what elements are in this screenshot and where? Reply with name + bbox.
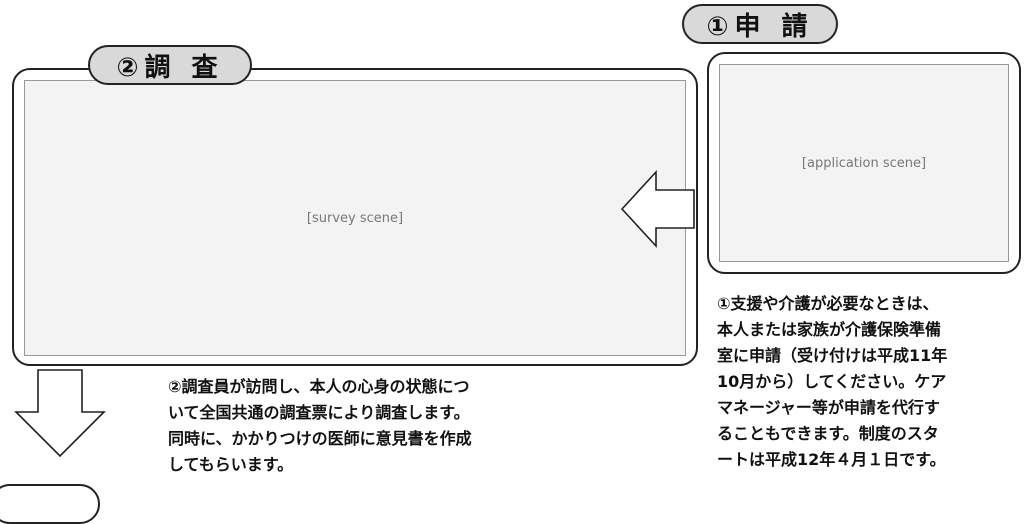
apply-caption-line: 本人または家族が介護保険準備 <box>717 320 942 339</box>
apply-caption: ①支援や介護が必要なときは、 本人または家族が介護保険準備 室に申請（受け付けは… <box>717 291 1017 473</box>
apply-step-title-text: ①申 請 <box>706 11 814 42</box>
survey-step-title-text: ②調 査 <box>116 52 224 83</box>
apply-caption-line: 室に申請（受け付けは平成11年 <box>717 346 948 365</box>
apply-step-title: ①申 請 <box>682 4 838 44</box>
survey-caption-line: してもらいます。 <box>168 455 294 474</box>
flow-arrow-down-icon <box>14 369 106 458</box>
flow-arrow-left-icon <box>620 169 695 249</box>
apply-caption-line: ートは平成12年４月１日です。 <box>717 450 946 469</box>
survey-caption-line: いて全国共通の調査票により調査します。 <box>168 403 470 422</box>
survey-step-title: ②調 査 <box>88 45 252 85</box>
apply-scene-placeholder: [application scene] <box>719 64 1009 262</box>
survey-caption: ②調査員が訪問し、本人の心身の状態につ いて全国共通の調査票により調査します。 … <box>168 374 690 478</box>
apply-caption-line: マネージャー等が申請を代行す <box>717 398 940 417</box>
apply-caption-line: 10月から）してください。ケア <box>717 372 947 391</box>
survey-caption-line: ②調査員が訪問し、本人の心身の状態につ <box>168 377 470 396</box>
survey-scene-placeholder: [survey scene] <box>24 80 686 356</box>
next-step-title-partial <box>0 484 100 524</box>
survey-caption-line: 同時に、かかりつけの医師に意見書を作成 <box>168 429 472 448</box>
apply-caption-line: ①支援や介護が必要なときは、 <box>717 294 939 313</box>
apply-caption-line: ることもできます。制度のスタ <box>717 424 939 443</box>
